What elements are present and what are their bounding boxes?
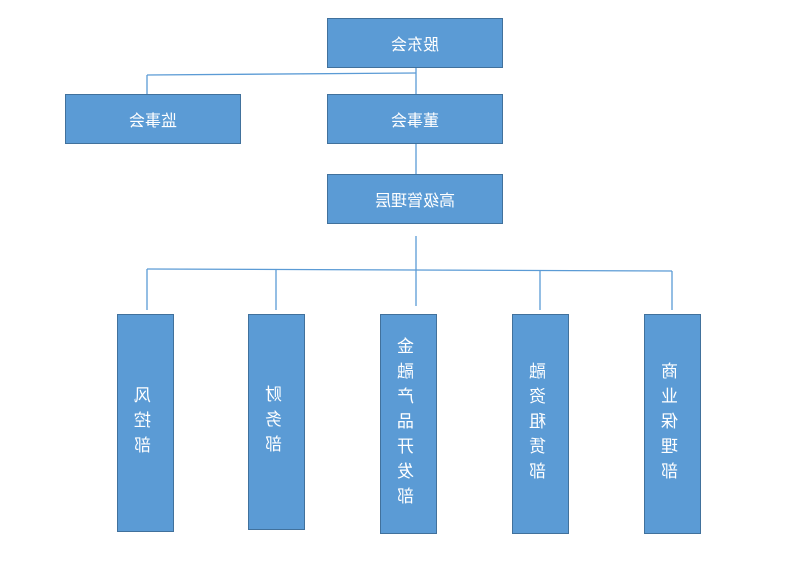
node-label: 商业保理部 (662, 361, 682, 487)
node-label: 董事会 (390, 111, 439, 130)
connector-branch-supervisors (146, 72, 417, 76)
node-label: 监事会 (128, 111, 177, 130)
node-label: 股东会 (390, 35, 439, 54)
node-dept-factoring: 商业保理部 (644, 314, 701, 534)
node-label: 高级管理层 (374, 191, 455, 210)
node-supervisors: 监事会 (65, 94, 241, 144)
node-board: 董事会 (327, 94, 503, 144)
node-dept-finance: 财务部 (248, 314, 305, 530)
node-dept-product-dev: 金融产品开发部 (380, 314, 437, 534)
node-management: 高级管理层 (327, 174, 503, 224)
connector-department-bus (146, 268, 673, 272)
node-label: 融资租赁部 (530, 361, 550, 487)
node-dept-risk: 风控部 (117, 314, 174, 532)
node-label: 财务部 (266, 384, 286, 460)
node-label: 风控部 (135, 385, 155, 461)
node-label: 金融产品开发部 (398, 336, 418, 512)
node-shareholders: 股东会 (327, 18, 503, 68)
node-dept-leasing: 融资租赁部 (512, 314, 569, 534)
